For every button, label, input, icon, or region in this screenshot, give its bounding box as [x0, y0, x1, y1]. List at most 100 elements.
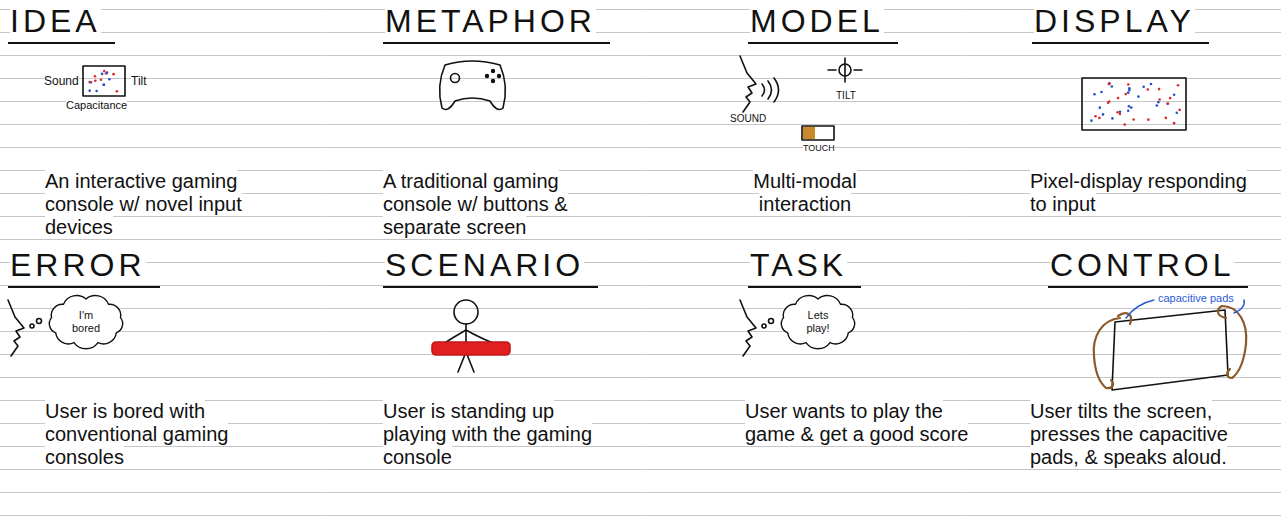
sound-waves [762, 78, 779, 102]
thought-dot [30, 324, 34, 328]
pixel-dot [1177, 84, 1180, 87]
input-label: TOUCH [803, 143, 835, 153]
thought-cloud: Lets play! [778, 294, 858, 349]
callout-label: capacitive pads [1158, 292, 1234, 304]
controller-buttons [485, 69, 501, 83]
panel-caption: A traditional gaming console w/ buttons … [383, 170, 598, 239]
pixel-dot [1132, 118, 1135, 121]
panel-heading: ERROR [8, 246, 160, 288]
pixel-dot [106, 71, 109, 74]
pixel-dot [1127, 109, 1130, 112]
input-label: Tilt [131, 74, 147, 88]
thought-dot [37, 319, 42, 324]
thought-text: I'm bored [64, 309, 108, 334]
pixel-dot [1137, 95, 1140, 98]
thought-dot [769, 319, 774, 324]
label-text: Tilt [131, 74, 147, 88]
pixel-dot [1124, 93, 1127, 96]
pixel-dot [1108, 82, 1111, 85]
pixel-dot [1119, 113, 1122, 116]
pixel-dot [1128, 105, 1131, 108]
label-text: TILT [836, 90, 856, 101]
label-text: User is standing up playing with the gam… [383, 400, 592, 468]
label-text: SCENARIO [385, 247, 584, 283]
pixel-dot [1108, 83, 1111, 86]
console-screen [83, 66, 125, 96]
pixel-dot [101, 73, 104, 76]
pixel-dot [1158, 98, 1161, 101]
controller-stick [451, 74, 460, 83]
pixel-dot [95, 90, 98, 93]
pixel-dot [1169, 97, 1172, 100]
label-text: SOUND [730, 113, 766, 124]
input-label: SOUND [730, 113, 766, 124]
label-text: capacitive pads [1158, 292, 1234, 304]
label-text: An interactive gaming console w/ novel i… [45, 170, 242, 238]
pixel-dot [1094, 115, 1097, 118]
pixel-dot [112, 73, 115, 76]
pixel-dot [1173, 93, 1176, 96]
pixel-dot [1117, 97, 1120, 100]
cloud-outline-path [49, 296, 122, 349]
label-text: User is bored with conventional gaming c… [45, 400, 228, 468]
panel-caption: Multi-modal interaction [720, 170, 890, 216]
panel-heading: DISPLAY [1032, 2, 1209, 44]
label-text: IDEA [10, 3, 101, 39]
pixel-display [1082, 78, 1186, 130]
thought-dot [762, 324, 766, 328]
pixel-dots [88, 70, 118, 93]
label-text: User wants to play the game & get a good… [745, 400, 968, 445]
touch-pad [802, 126, 834, 140]
pixel-dot [1111, 85, 1114, 88]
panel-heading: TASK [748, 246, 861, 288]
pixel-dot [1116, 111, 1119, 114]
panel-caption: User tilts the screen, presses the capac… [1030, 400, 1275, 469]
panel-heading: METAPHOR [383, 2, 610, 44]
pixel-dot [1158, 88, 1161, 91]
pixel-dot [1127, 91, 1130, 94]
thought-text: Lets play! [796, 309, 840, 334]
game-controller [440, 61, 506, 109]
label-text: Pixel-display responding to input [1030, 170, 1247, 215]
pixel-dot [1173, 122, 1176, 125]
label-text: User tilts the screen, presses the capac… [1030, 400, 1228, 468]
pixel-dot [1178, 109, 1181, 112]
pixel-dot [1108, 83, 1111, 86]
label-text: CONTROL [1050, 247, 1234, 283]
pixel-dot [116, 90, 119, 93]
pixel-dot [1142, 85, 1145, 88]
label-text: METAPHOR [385, 3, 596, 39]
pixel-dot [1165, 117, 1168, 120]
pixel-dot [108, 78, 111, 81]
pixel-dot [1150, 83, 1153, 86]
pixel-dot [1166, 102, 1169, 105]
panel-caption: An interactive gaming console w/ novel i… [45, 170, 260, 239]
pixel-dot [1093, 93, 1096, 96]
pixel-dot [1111, 117, 1114, 120]
person-head [454, 300, 478, 324]
cloud-text-block: I'm bored [64, 309, 108, 334]
label-text: Multi-modal interaction [753, 170, 856, 215]
pixel-dot [94, 79, 97, 82]
panel-caption: User is standing up playing with the gam… [383, 400, 623, 469]
label-text: DISPLAY [1034, 3, 1195, 39]
input-label: TILT [836, 90, 856, 101]
pixel-dot [88, 81, 91, 84]
thought-cloud: I'm bored [46, 294, 126, 349]
pixel-dot [94, 75, 97, 78]
pixel-dot [88, 89, 91, 92]
pixel-dot [1107, 101, 1110, 104]
pixel-dot [103, 70, 106, 73]
pixel-dot [1147, 118, 1150, 121]
label-text: MODEL [750, 3, 884, 39]
pixel-dot [1156, 104, 1159, 107]
tilt-crosshair-lines [828, 58, 862, 82]
pixel-dot [1175, 111, 1178, 114]
label-text: Capacitance [66, 99, 127, 111]
touch-pad-fill [803, 127, 815, 139]
label-text: TASK [750, 247, 847, 283]
pixel-dot [1128, 89, 1131, 92]
panel-caption: Pixel-display responding to input [1030, 170, 1250, 216]
